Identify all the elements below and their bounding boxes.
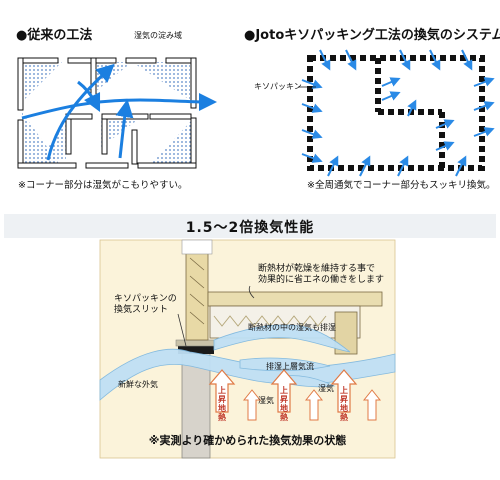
- section-caption: ※実測より確かめられた換気効果の状態: [148, 434, 347, 447]
- banner-title: 1.5～2倍換気性能: [185, 220, 315, 236]
- rising-heat-arrows: [208, 369, 358, 413]
- small-heat-arrows: [242, 389, 382, 421]
- conventional-airflow: [21, 63, 217, 161]
- moisture-label-1: 湿気: [258, 396, 274, 405]
- banner-band: [4, 214, 496, 238]
- insulation-label: 断熱材が乾燥を維持する事で 効果的に省エネの働きをします: [258, 264, 385, 285]
- rising-heat-label-3: 上 昇 地 熱: [340, 386, 348, 422]
- right-panel-note: ※全周通気でコーナー部分もスッキリ換気。: [307, 180, 496, 191]
- rising-heat-label-1: 上 昇 地 熱: [218, 386, 226, 422]
- callout-leaders: [177, 285, 255, 347]
- joto-floor-diagram: [307, 55, 485, 171]
- inner-moisture-label: 断熱材の中の湿気も排湿: [248, 323, 336, 332]
- fresh-air-label: 新鮮な外気: [118, 380, 158, 389]
- upflow-label: 排湿上層気流: [266, 362, 314, 371]
- stagnation-label: 湿気の淀み域: [134, 31, 182, 40]
- wall-top: [181, 239, 213, 255]
- left-panel-title: ●従来の工法: [16, 28, 93, 43]
- packing-label: キソパッキン: [254, 82, 302, 91]
- right-panel-title: ●Jotoキソパッキング工法の換気のシステム: [244, 28, 500, 43]
- joto-airflow: [301, 49, 495, 177]
- rising-heat-label-2: 上 昇 地 熱: [280, 386, 288, 422]
- moisture-label-2: 湿気: [318, 384, 334, 393]
- slit-label: キソパッキンの 換気スリット: [114, 294, 177, 315]
- left-panel-note: ※コーナー部分は湿気がこもりやすい。: [18, 180, 188, 191]
